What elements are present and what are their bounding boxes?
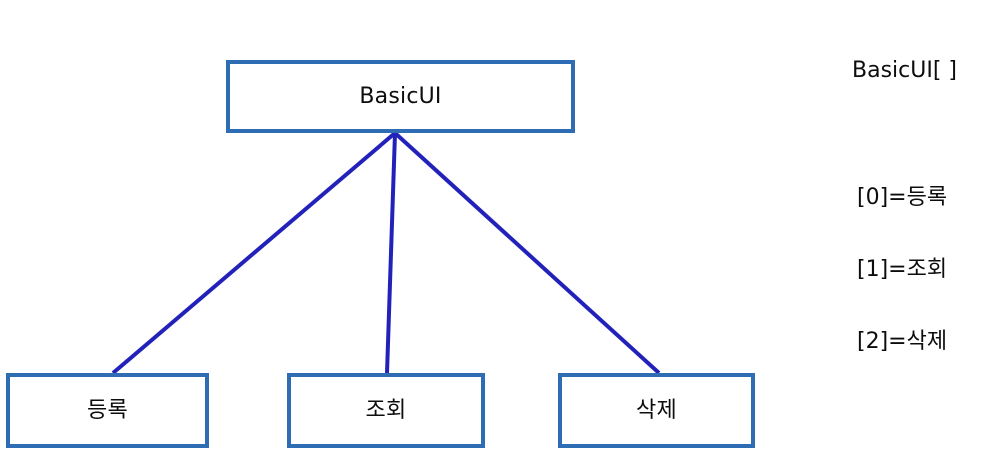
node-child-label: 조회 xyxy=(365,397,407,423)
edge-root-to-child-1 xyxy=(385,132,397,374)
annotation-list-item: [1]=조회 xyxy=(857,257,948,282)
node-root-basicui[interactable]: BasicUI xyxy=(226,60,575,133)
node-root-label: BasicUI xyxy=(359,83,442,109)
node-child-label: 삭제 xyxy=(636,397,677,423)
node-child-delete[interactable]: 삭제 xyxy=(558,373,755,448)
annotation-array-list: [0]=등록 [1]=조회 [2]=삭제 xyxy=(857,140,947,400)
node-child-search[interactable]: 조회 xyxy=(287,373,485,448)
edge-root-to-child-2 xyxy=(393,131,661,375)
annotation-list-item: [0]=등록 xyxy=(857,185,948,210)
node-child-register[interactable]: 등록 xyxy=(6,373,209,448)
node-child-label: 등록 xyxy=(87,397,128,423)
annotation-list-item: [2]=삭제 xyxy=(857,329,948,354)
annotation-array-title: BasicUI[ ] xyxy=(852,58,957,83)
edge-root-to-child-0 xyxy=(111,131,397,375)
